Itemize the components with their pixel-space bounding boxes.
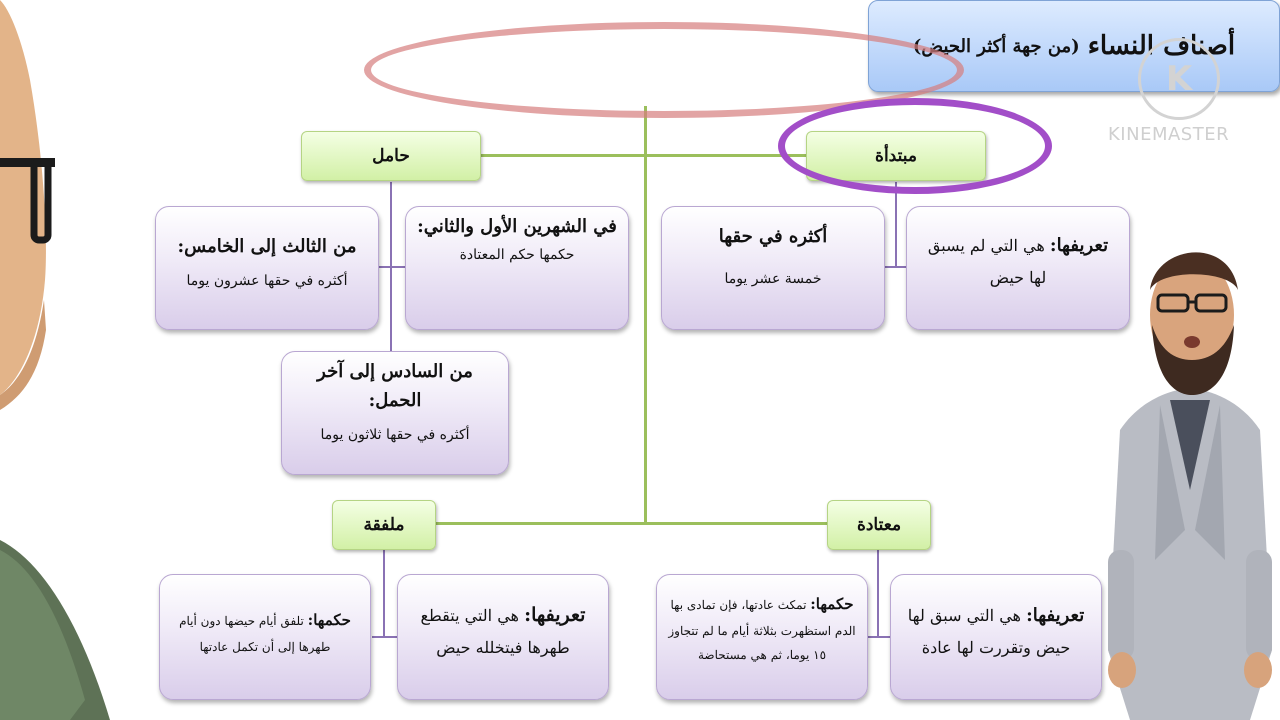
connector-mutada: [877, 550, 879, 638]
mutada-ruling-lead: حكمها:: [810, 595, 854, 613]
presenter-right-avatar: [1108, 252, 1272, 720]
connector-top-branch: [480, 154, 810, 157]
hamil-months-6-end-head: من السادس إلى آخر الحمل:: [317, 361, 473, 411]
mubtadia-max-box: أكثره في حقها خمسة عشر يوما: [661, 206, 885, 330]
mutada-ruling-box: حكمها: تمكث عادتها، فإن تمادى بها الدم ا…: [656, 574, 868, 700]
mutada-ruling-text: تمكث عادتها، فإن تمادى بها الدم استظهرت …: [668, 598, 856, 662]
mubtadia-max-text: خمسة عشر يوما: [724, 270, 822, 287]
highlight-ring-mubtadia: [778, 98, 1052, 194]
connector-trunk: [644, 106, 647, 524]
mutada-definition-text: هي التي سبق لها حيض وتقررت لها عادة: [907, 606, 1071, 658]
presenter-left-avatar: [0, 0, 110, 720]
mulaffiqa-definition-box: تعريفها: هي التي يتقطع طهرها فيتخلله حيض: [397, 574, 609, 700]
kinemaster-logo-letter: K: [1165, 59, 1193, 99]
mulaffiqa-definition-lead: تعريفها:: [524, 604, 586, 626]
mulaffiqa-definition-text: هي التي يتقطع طهرها فيتخلله حيض: [420, 606, 570, 658]
node-mutada-label: معتادة: [856, 515, 902, 535]
node-hamil: حامل: [301, 131, 481, 181]
hamil-months-3-5-head: من الثالث إلى الخامس:: [177, 236, 357, 257]
highlight-ring-title: [364, 22, 964, 118]
mubtadia-max-head: أكثره في حقها: [718, 226, 828, 247]
connector-bottom-branch: [434, 522, 830, 525]
node-hamil-label: حامل: [372, 146, 410, 166]
title-subtitle: (من جهة أكثر الحيض): [912, 35, 1080, 57]
hamil-months-3-5-box: من الثالث إلى الخامس: أكثره في حقها عشرو…: [155, 206, 379, 330]
connector-mubtadia-h: [884, 266, 906, 268]
node-mutada: معتادة: [827, 500, 931, 550]
hamil-months-6-end-text: أكثره في حقها ثلاثون يوما: [320, 426, 470, 443]
hamil-months-6-end-box: من السادس إلى آخر الحمل: أكثره في حقها ث…: [281, 351, 509, 475]
connector-mulaffiqa: [383, 550, 385, 638]
mutada-definition-lead: تعريفها:: [1026, 605, 1085, 626]
mubtadia-definition-lead: تعريفها:: [1049, 235, 1109, 256]
mubtadia-definition-box: تعريفها: هي التي لم يسبق لها حيض: [906, 206, 1130, 330]
node-mulaffiqa-label: ملفقة: [363, 515, 405, 535]
hamil-months-1-2-head: في الشهرين الأول والثاني:: [417, 216, 617, 237]
connector-mulaffiqa-h: [372, 636, 398, 638]
connector-mutada-h: [866, 636, 892, 638]
mulaffiqa-ruling-text: تلفق أيام حيضها دون أيام طهرها إلى أن تك…: [179, 614, 331, 654]
hamil-months-3-5-text: أكثره في حقها عشرون يوما: [186, 272, 348, 289]
connector-mubtadia: [895, 182, 897, 268]
kinemaster-watermark: KINEMASTER: [1108, 124, 1230, 145]
hamil-months-1-2-box: في الشهرين الأول والثاني: حكمها حكم المع…: [405, 206, 629, 330]
mubtadia-definition-text: هي التي لم يسبق لها حيض: [927, 236, 1047, 288]
mutada-definition-box: تعريفها: هي التي سبق لها حيض وتقررت لها …: [890, 574, 1102, 700]
mulaffiqa-ruling-lead: حكمها:: [307, 611, 351, 629]
connector-hamil-h: [378, 266, 406, 268]
hamil-months-1-2-text: حكمها حكم المعتادة: [459, 246, 575, 263]
kinemaster-logo-icon: K: [1138, 38, 1220, 120]
mulaffiqa-ruling-box: حكمها: تلفق أيام حيضها دون أيام طهرها إل…: [159, 574, 371, 700]
node-mulaffiqa: ملفقة: [332, 500, 436, 550]
